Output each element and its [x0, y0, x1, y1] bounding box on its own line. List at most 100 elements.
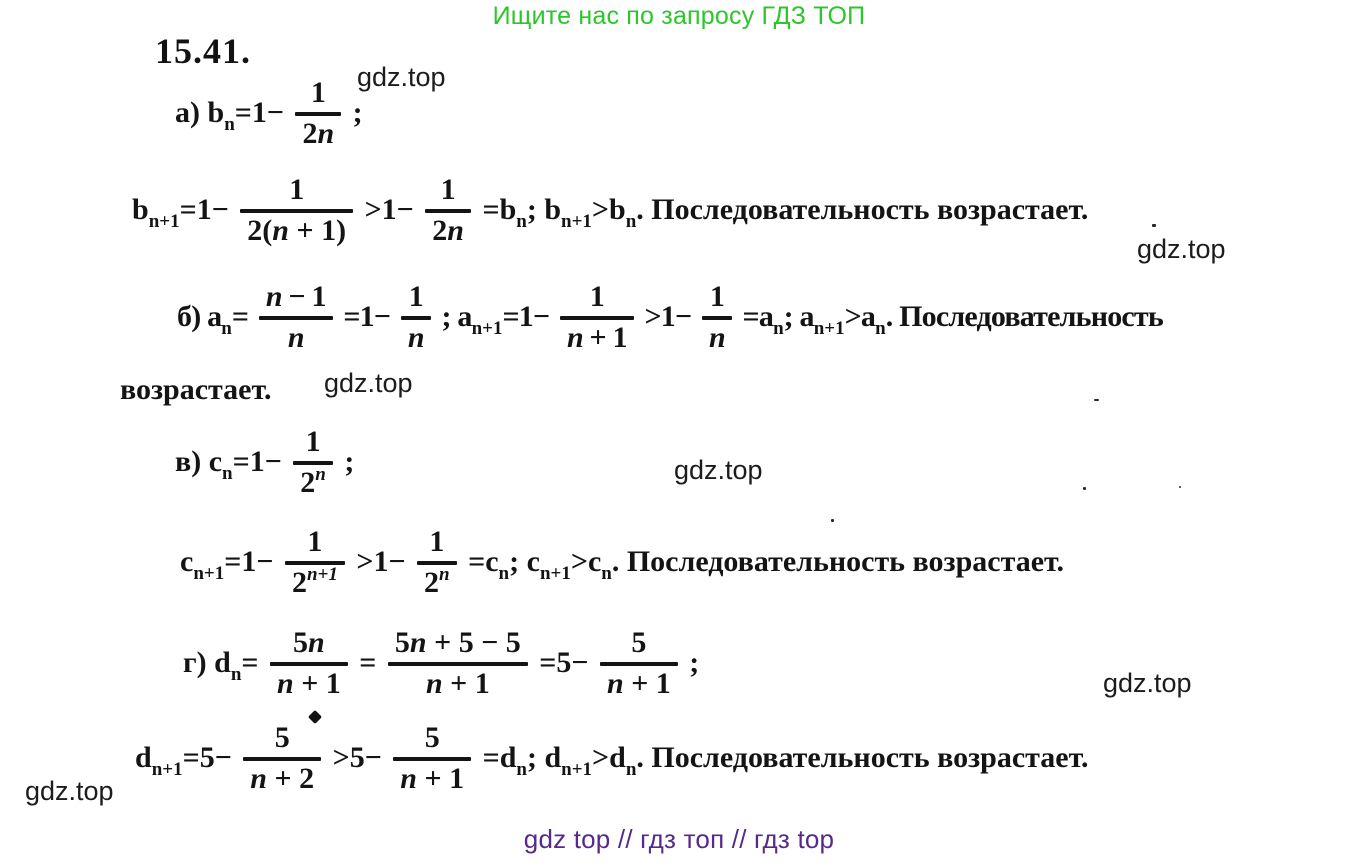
math-text: . Последовательность возрастает. [636, 193, 1089, 226]
denominator: n + 2 [243, 761, 321, 795]
math-text: 1 [408, 280, 424, 313]
math-text: . Последовательность возрастает. [611, 545, 1064, 578]
math-text: 1 [305, 425, 321, 458]
fraction-bar [387, 661, 528, 666]
math-text: d [135, 741, 152, 774]
subscript: n [221, 318, 232, 339]
subscript: n [875, 318, 886, 339]
math-text: 1 [440, 173, 456, 206]
numerator: 5 [268, 722, 297, 754]
subscript: n+1 [561, 211, 592, 232]
math-text: ; a [434, 300, 472, 333]
gdz-watermark: gdz.top [674, 455, 763, 485]
math-variable: n [708, 320, 726, 354]
math-text: 5 [424, 721, 440, 754]
subscript: n [516, 211, 527, 232]
denominator: 2n+1 [285, 563, 345, 599]
math-text: + 1 [623, 666, 671, 700]
subscript: n+1 [193, 563, 225, 584]
math-text: = [231, 300, 255, 333]
numerator: 5 [624, 627, 653, 659]
numerator: n − 1 [259, 281, 333, 313]
math-variable: n [607, 666, 624, 700]
denominator: n + 1 [600, 666, 678, 700]
subscript: n [498, 563, 510, 584]
math-variable: n [308, 626, 325, 659]
formula-line-b2-continuation: возрастает. [120, 347, 271, 433]
denominator: 2n [425, 214, 471, 247]
fraction-bar [600, 661, 678, 666]
math-text: 2 [302, 116, 318, 150]
math-text: >b [591, 193, 626, 226]
math-text: 2 [291, 565, 307, 599]
fraction: 1 2n [293, 426, 333, 498]
fraction-bar [293, 460, 333, 465]
numerator: 1 [304, 77, 333, 109]
math-text: 5 [631, 626, 647, 659]
fraction-bar [258, 315, 333, 320]
fraction-bar [701, 315, 732, 320]
continuation-text: возрастает. [120, 373, 272, 406]
math-variable: n [425, 666, 443, 700]
denominator: 2(n + 1) [240, 213, 353, 247]
subscript: n+1 [471, 318, 503, 339]
superscript: n+1 [306, 563, 338, 585]
math-variable: n [566, 320, 584, 354]
numerator: 1 [422, 526, 451, 558]
math-text: >5− [325, 741, 390, 774]
numerator: 5n [286, 627, 332, 659]
math-text: >1− [637, 300, 698, 333]
math-text: + 5 − 5 [426, 626, 521, 659]
math-text: =5− [531, 646, 596, 679]
math-text: 1 [429, 525, 445, 558]
math-text: =1− [336, 300, 397, 333]
math-text: ; a [783, 300, 815, 333]
math-text: 2 [300, 465, 316, 499]
math-variable: n [409, 626, 427, 659]
subscript: n+1 [148, 211, 180, 232]
fraction-bar [270, 661, 348, 666]
fraction: 1 2(n + 1) [240, 174, 354, 247]
math-text: ; d [526, 741, 562, 774]
math-text: >a [844, 300, 876, 333]
numerator: 1 [402, 281, 430, 313]
math-text: >d [592, 741, 626, 774]
fraction-bar [425, 208, 471, 213]
math-text: =5− [182, 741, 240, 774]
math-text: ; [336, 445, 355, 478]
subscript: n [222, 463, 233, 484]
gdz-watermark: gdz.top [357, 62, 446, 92]
subscript: n+1 [151, 759, 183, 780]
subscript: n [516, 759, 527, 780]
superscript: n [315, 463, 326, 485]
math-text: >c [570, 545, 602, 578]
math-text: ; c [509, 545, 540, 578]
math-text: + 2 [266, 761, 315, 795]
math-text: + 1 [582, 320, 628, 354]
subscript: n [625, 211, 637, 232]
subscript: n [773, 318, 784, 339]
fraction-bar [243, 756, 322, 761]
math-text: =a [735, 300, 774, 333]
gdz-watermark: gdz.top [1103, 668, 1192, 698]
math-text: 1 [709, 280, 725, 313]
subscript: n [224, 114, 235, 135]
gdz-watermark: gdz.top [25, 776, 114, 806]
denominator: 2n [293, 463, 333, 499]
numerator: 1 [282, 174, 311, 206]
numerator: 1 [299, 426, 328, 458]
math-text: + 1 [416, 761, 465, 795]
math-text: =b [474, 193, 517, 226]
numerator: 1 [583, 281, 611, 313]
subscript: n [625, 759, 637, 780]
math-variable: n [272, 213, 289, 247]
math-text: =1− [224, 545, 281, 578]
math-variable: n [407, 320, 425, 354]
numerator: 1 [300, 526, 329, 558]
